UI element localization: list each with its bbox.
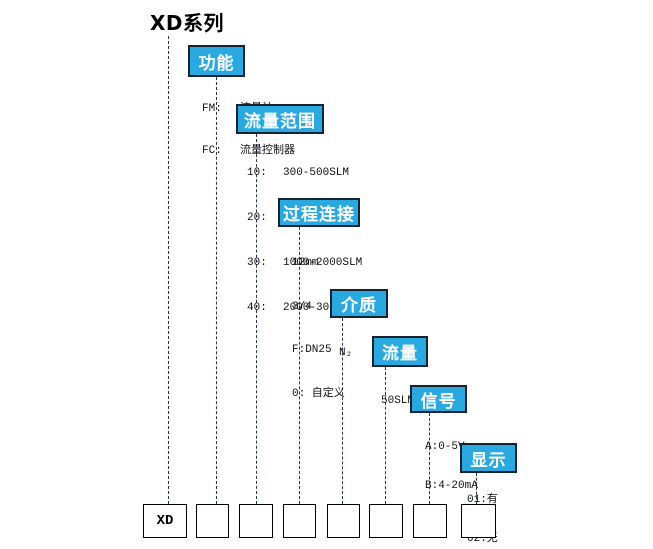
model-code-box-function — [196, 504, 229, 538]
option-desc: 流量控制器 — [240, 145, 295, 157]
option-code: 12mm — [292, 257, 319, 269]
option-row: F:DN25 — [292, 343, 345, 358]
option-code: N₂ — [339, 347, 353, 359]
category-box-display: 显示 — [460, 443, 517, 473]
option-row: FC: 流量控制器 — [202, 144, 295, 158]
option-row: 30: 1000-2000SLM — [247, 256, 362, 271]
option-code: 01:有 — [467, 494, 498, 506]
category-label: 介质 — [341, 296, 377, 316]
option-code: F:DN25 — [292, 344, 332, 356]
option-row: 0: 自定义 — [292, 387, 345, 402]
option-row: N₂ — [339, 347, 365, 360]
medium-options: N₂ — [339, 321, 365, 386]
category-label: 过程连接 — [283, 205, 355, 225]
option-row: 3/4 — [292, 300, 345, 315]
option-row: 12mm — [292, 256, 345, 271]
option-code: 3/4 — [292, 300, 312, 313]
connector-line-flow-range — [256, 134, 257, 504]
model-code-box-flow — [369, 504, 403, 538]
connector-line-flow — [385, 367, 386, 504]
option-code: FM: — [202, 103, 222, 115]
option-code: 10: — [247, 167, 267, 179]
option-code: B:4-20mA — [425, 480, 478, 492]
connector-line-medium — [342, 318, 343, 504]
model-code-box-process-connection — [283, 504, 316, 538]
option-code: A:0-5V — [425, 441, 465, 453]
model-code-box-signal — [413, 504, 447, 538]
category-box-process-connection: 过程连接 — [278, 198, 360, 227]
model-code-box-flow-range — [239, 504, 273, 538]
category-label: 流量范围 — [244, 111, 316, 132]
option-row: A:0-5V — [425, 441, 478, 454]
signal-options: A:0-5V B:4-20mA — [425, 415, 478, 519]
model-code-prefix: XD — [156, 513, 174, 529]
model-code-box-medium — [327, 504, 360, 538]
flow-options: 50SLM — [381, 369, 414, 434]
category-box-function: 功能 — [188, 45, 245, 77]
option-row: 01:有 — [467, 494, 498, 507]
category-label: 功能 — [198, 53, 235, 74]
connector-line-function — [216, 77, 217, 504]
model-code-box-prefix: XD — [143, 504, 187, 538]
connector-line-display — [476, 473, 477, 504]
category-box-flow: 流量 — [372, 336, 428, 367]
option-code: 40: — [247, 302, 267, 314]
category-label: 显示 — [470, 450, 507, 471]
option-row: 10: 300-500SLM — [247, 166, 362, 181]
option-code: 0: 自定义 — [292, 387, 345, 400]
option-desc: 1000-2000SLM — [283, 257, 363, 269]
option-code: 20: — [247, 212, 267, 224]
connector-line-process-connection — [299, 227, 300, 504]
option-desc: 300-500SLM — [283, 167, 350, 179]
connector-line-signal — [429, 413, 430, 504]
connector-line-series — [168, 36, 169, 504]
option-row: B:4-20mA — [425, 480, 478, 493]
category-box-flow-range: 流量范围 — [236, 104, 324, 134]
model-code-box-display — [461, 504, 496, 538]
category-box-medium: 介质 — [330, 289, 388, 318]
category-label: 流量 — [382, 344, 418, 364]
category-box-signal: 信号 — [410, 385, 467, 413]
option-code: 50SLM — [381, 395, 415, 407]
option-row: 50SLM — [381, 395, 414, 408]
category-label: 信号 — [420, 391, 457, 412]
option-code: FC: — [202, 145, 222, 157]
page-title: XD系列 — [150, 11, 225, 35]
process-connection-options: 12mm 3/4 F:DN25 0: 自定义 — [292, 227, 345, 430]
option-code: 30: — [247, 257, 267, 269]
